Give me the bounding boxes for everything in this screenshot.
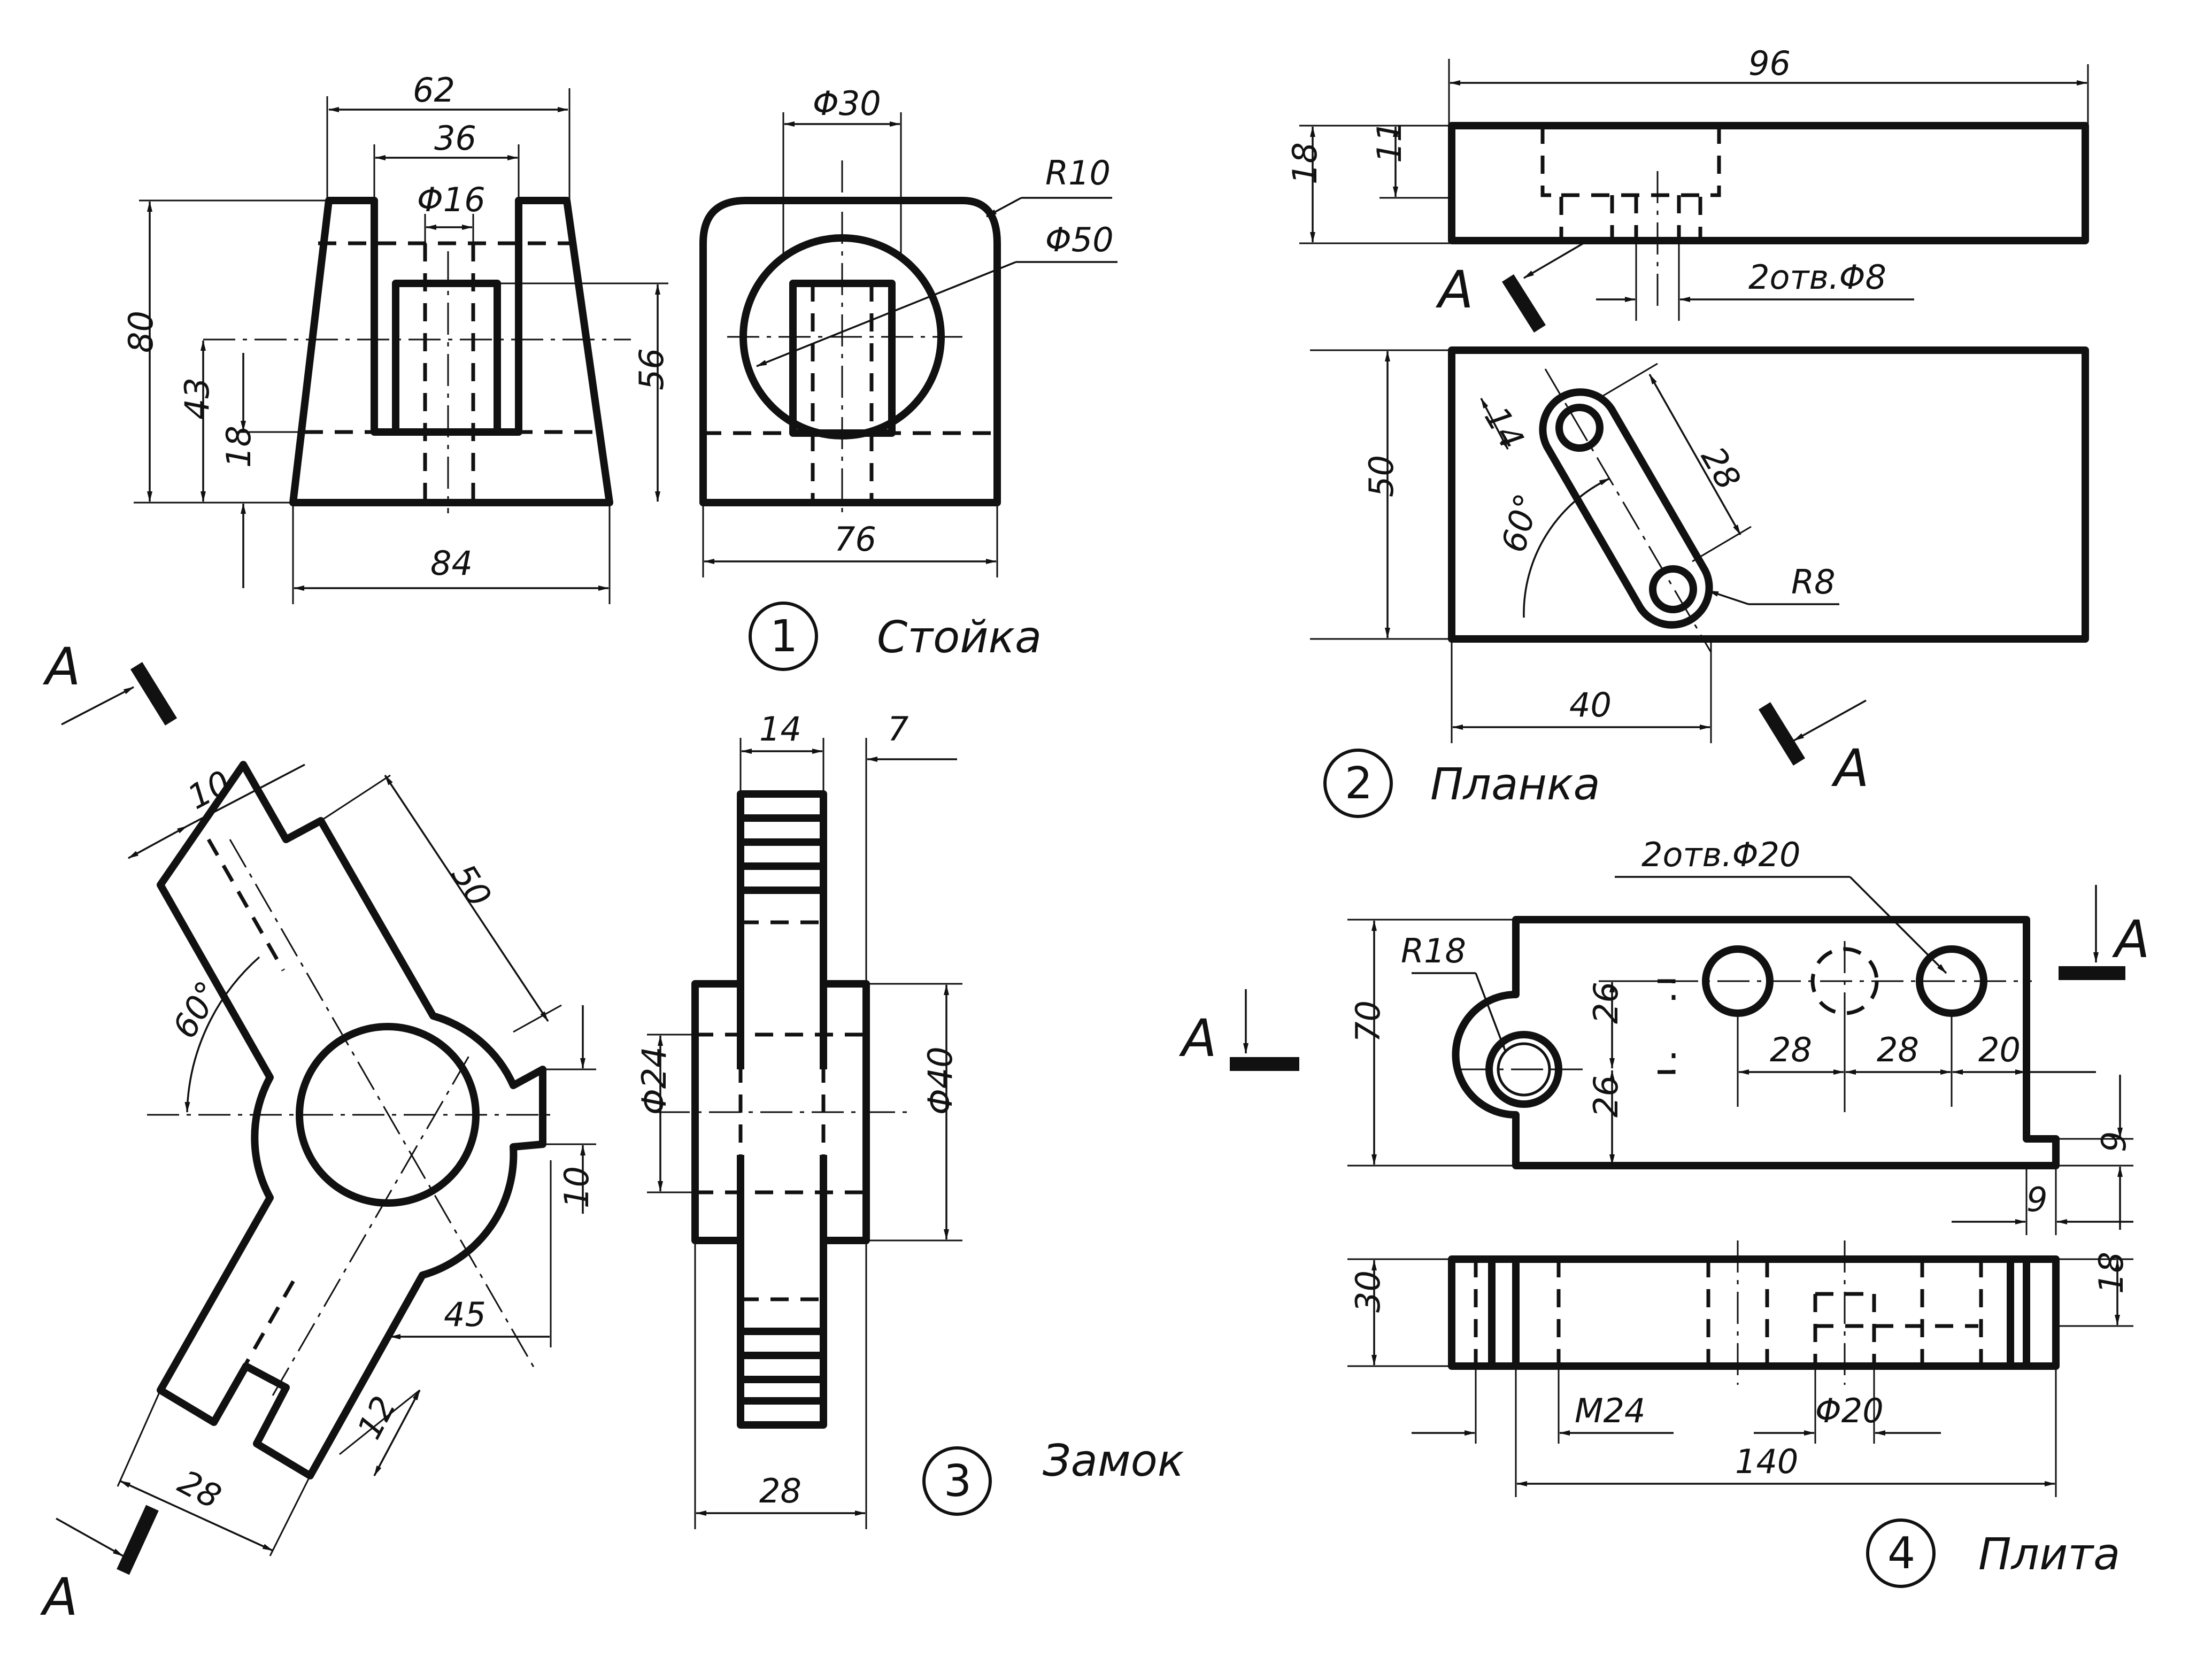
part1-dim-56: 56 bbox=[632, 348, 671, 390]
svg-text:А: А bbox=[40, 1567, 78, 1627]
part2-dim-14: 14 bbox=[1477, 400, 1532, 456]
part4-dim-d20: Φ20 bbox=[1815, 1391, 1884, 1430]
section-marker-a-6: А bbox=[2059, 885, 2150, 980]
part-4-plate: 2отв.Φ20 R18 70 26 26 28 28 20 bbox=[1178, 835, 2150, 1588]
part1-dim-r10: R10 bbox=[1045, 153, 1111, 192]
part2-dim-96: 96 bbox=[1748, 44, 1791, 83]
part2-number-circle bbox=[1323, 749, 1393, 818]
part4-dim-20: 20 bbox=[1978, 1030, 2021, 1069]
section-marker-a-5: А bbox=[1178, 989, 1299, 1071]
part4-front-view: 30 18 M24 Φ20 140 bbox=[1347, 1240, 2133, 1497]
part2-top-view: 96 18 11 2отв.Φ8 bbox=[1285, 44, 2089, 321]
svg-text:А: А bbox=[42, 637, 81, 697]
svg-text:А: А bbox=[1831, 738, 1869, 798]
part4-number-circle bbox=[1866, 1518, 1936, 1588]
part3-side-view: 14 7 Φ24 Φ40 28 bbox=[635, 710, 962, 1529]
part2-number: 2 bbox=[1345, 758, 1373, 809]
part1-dim-43: 43 bbox=[178, 377, 217, 420]
part4-dim-holes: 2отв.Φ20 bbox=[1641, 835, 1800, 874]
part3-dim-d24: Φ24 bbox=[635, 1046, 674, 1115]
part2-title: Планка bbox=[1430, 759, 1600, 810]
part3-dim-d40: Φ40 bbox=[921, 1046, 960, 1115]
part3-plan-view: 10 50 60° 10 45 28 12 bbox=[117, 761, 596, 1556]
part4-dim-30: 30 bbox=[1348, 1270, 1388, 1313]
part2-dim-11: 11 bbox=[1370, 121, 1409, 163]
part4-top-view: 2отв.Φ20 R18 70 26 26 28 28 20 bbox=[1347, 835, 2133, 1235]
part1-dim-84: 84 bbox=[430, 544, 473, 583]
part3-dim-45: 45 bbox=[444, 1295, 486, 1334]
part2-dim-40: 40 bbox=[1569, 685, 1612, 724]
part3-number-circle bbox=[922, 1446, 992, 1516]
section-marker-a-4: А bbox=[40, 1505, 159, 1627]
part1-number: 1 bbox=[770, 611, 798, 662]
part1-title: Стойка bbox=[877, 612, 1042, 663]
part3-dim-50: 50 bbox=[444, 857, 499, 914]
part4-dim-26a: 26 bbox=[1586, 982, 1625, 1024]
section-marker-a-3: А bbox=[1758, 699, 1869, 798]
part2-dim-28: 28 bbox=[1693, 440, 1748, 496]
part3-dim-10a: 10 bbox=[181, 762, 237, 816]
part2-dim-50: 50 bbox=[1362, 455, 1401, 497]
part3-dim-7: 7 bbox=[888, 710, 908, 749]
part4-dim-140: 140 bbox=[1735, 1442, 1798, 1481]
part1-dim-62: 62 bbox=[413, 71, 455, 110]
part4-dim-m24: M24 bbox=[1575, 1391, 1645, 1430]
part-2-bar: 96 18 11 2отв.Φ8 А bbox=[1285, 44, 2089, 818]
part1-front-view: 62 36 Φ16 80 43 18 56 84 bbox=[121, 71, 671, 604]
part1-dim-d16: Φ16 bbox=[417, 180, 485, 219]
part4-number: 4 bbox=[1887, 1528, 1915, 1579]
part2-dim-18: 18 bbox=[1285, 142, 1324, 184]
part1-dim-76: 76 bbox=[834, 520, 876, 559]
part1-dim-d50: Φ50 bbox=[1045, 220, 1114, 259]
part4-dim-28b: 28 bbox=[1877, 1030, 1919, 1069]
part4-dim-9a: 9 bbox=[2094, 1131, 2133, 1152]
svg-text:А: А bbox=[1435, 260, 1474, 320]
section-marker-a-1: А bbox=[42, 637, 178, 726]
part4-dim-26b: 26 bbox=[1586, 1075, 1625, 1117]
part2-dim-r8: R8 bbox=[1791, 562, 1836, 602]
part4-dim-r18: R18 bbox=[1401, 931, 1466, 970]
part-1-stand: 62 36 Φ16 80 43 18 56 84 bbox=[121, 71, 1117, 671]
part1-number-circle bbox=[749, 602, 818, 671]
part3-title: Замок bbox=[1043, 1436, 1184, 1486]
part2-dim-60deg: 60° bbox=[1494, 489, 1547, 556]
part3-dim-10b: 10 bbox=[557, 1166, 596, 1208]
part4-dim-28a: 28 bbox=[1770, 1030, 1812, 1069]
svg-text:А: А bbox=[2111, 909, 2150, 969]
part4-dim-70: 70 bbox=[1348, 1000, 1388, 1043]
part4-dim-18: 18 bbox=[2092, 1252, 2131, 1294]
part3-number: 3 bbox=[944, 1456, 972, 1507]
part2-dim-holes: 2отв.Φ8 bbox=[1748, 258, 1886, 297]
part-3-lock: 10 50 60° 10 45 28 12 bbox=[40, 710, 1184, 1627]
part3-dim-28b: 28 bbox=[759, 1471, 801, 1510]
svg-text:А: А bbox=[1178, 1008, 1217, 1068]
part4-dim-9b: 9 bbox=[2026, 1180, 2047, 1219]
part1-dim-d30: Φ30 bbox=[813, 84, 881, 123]
part2-plan-view: 50 14 28 60° R8 40 bbox=[1310, 346, 2089, 743]
part4-title: Плита bbox=[1978, 1529, 2120, 1580]
part3-dim-14: 14 bbox=[759, 710, 801, 749]
part1-dim-18: 18 bbox=[219, 426, 258, 468]
section-marker-a-2: А bbox=[1435, 240, 1589, 333]
part1-dim-80: 80 bbox=[121, 311, 160, 353]
part1-side-view: Φ30 R10 Φ50 76 bbox=[699, 84, 1117, 577]
part1-dim-36: 36 bbox=[434, 119, 476, 158]
